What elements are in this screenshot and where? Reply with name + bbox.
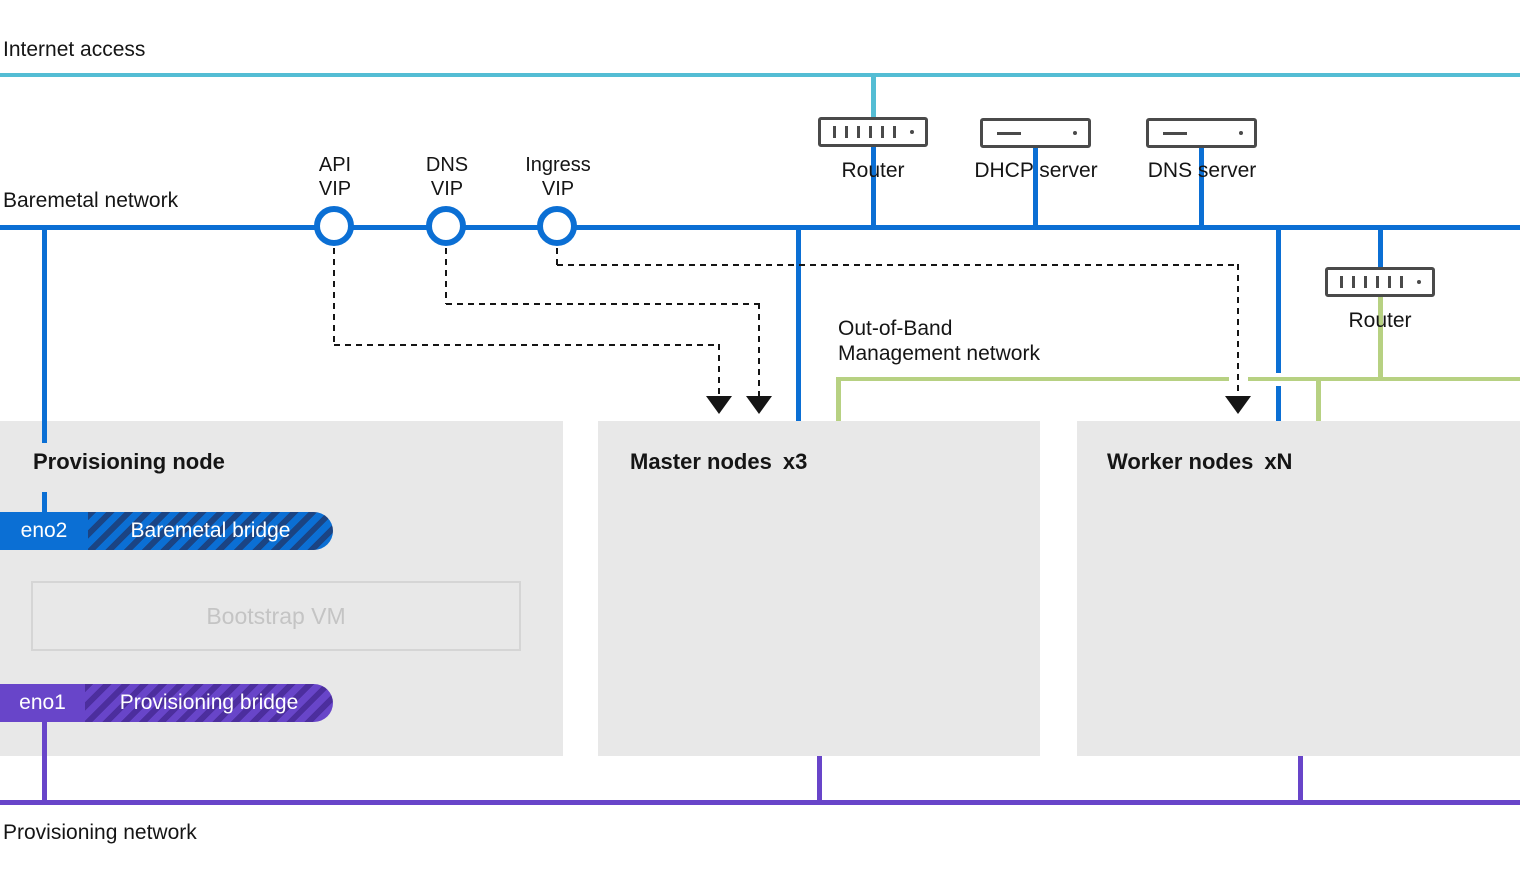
dhcp-server-icon bbox=[980, 118, 1091, 148]
ingress-vip-dash-into-worker bbox=[1237, 264, 1239, 396]
provisioning-node-baremetal-link-lower bbox=[42, 492, 47, 513]
master-nodes-box bbox=[598, 421, 1040, 756]
router2-icon bbox=[1325, 267, 1435, 297]
api-vip-dash-into-master bbox=[718, 344, 720, 396]
dns-server-icon bbox=[1146, 118, 1257, 148]
worker-baremetal-link-upper bbox=[1276, 225, 1281, 373]
provisioning-bridge-label: Provisioning bridge bbox=[85, 684, 333, 722]
router-port-tick bbox=[869, 126, 872, 138]
api-vip-node-icon bbox=[314, 206, 354, 246]
master-nodes-title: Master nodes x3 bbox=[630, 449, 807, 475]
api-vip-label: API VIP bbox=[319, 153, 351, 201]
worker-baremetal-link-lower bbox=[1276, 386, 1281, 421]
worker-oob-link bbox=[1316, 377, 1321, 421]
ingress-vip-label-line2: VIP bbox=[541, 178, 575, 200]
router-right-label: Router bbox=[1348, 309, 1412, 332]
indicator-dot-icon bbox=[1417, 280, 1421, 284]
baremetal-bridge-label: Baremetal bridge bbox=[88, 512, 333, 550]
dns-vip-label-line2: VIP bbox=[430, 178, 464, 200]
router-top-label: Router bbox=[841, 159, 905, 182]
router-port-tick bbox=[1388, 276, 1391, 288]
ingress-vip-node-icon bbox=[537, 206, 577, 246]
router-port-tick bbox=[857, 126, 860, 138]
internet-access-label: Internet access bbox=[3, 38, 146, 61]
api-vip-dash-across bbox=[334, 344, 720, 346]
provisioning-network-line bbox=[0, 800, 1520, 805]
router-icon bbox=[818, 117, 928, 147]
dhcp-server-label: DHCP server bbox=[974, 159, 1098, 182]
ingress-vip-dash-across bbox=[557, 264, 1239, 266]
indicator-dot-icon bbox=[1239, 131, 1243, 135]
indicator-dot-icon bbox=[1073, 131, 1077, 135]
router-port-tick bbox=[1400, 276, 1403, 288]
router-port-tick bbox=[893, 126, 896, 138]
server-drive-glyph bbox=[997, 131, 1021, 135]
eno1-nic-chip: eno1 bbox=[0, 684, 85, 722]
indicator-dot-icon bbox=[910, 130, 914, 134]
ingress-vip-label: Ingress VIP bbox=[525, 153, 591, 201]
api-vip-arrow-icon bbox=[706, 396, 732, 414]
provisioning-node-title: Provisioning node bbox=[33, 449, 225, 474]
ingress-vip-label-line1: Ingress bbox=[525, 154, 591, 176]
router-port-tick bbox=[1340, 276, 1343, 288]
baremetal-network-line bbox=[0, 225, 1520, 230]
eno1-provisioning-bridge-ribbon: eno1 Provisioning bridge bbox=[0, 684, 333, 722]
router-port-tick bbox=[1376, 276, 1379, 288]
ingress-vip-dash-down bbox=[556, 248, 558, 265]
internet-access-line bbox=[0, 73, 1520, 77]
dns-vip-label: DNS VIP bbox=[426, 153, 468, 201]
oob-network-label-line1: Out-of-Band bbox=[838, 317, 953, 340]
dns-vip-node-icon bbox=[426, 206, 466, 246]
router-port-tick bbox=[1364, 276, 1367, 288]
router-port-tick bbox=[833, 126, 836, 138]
server-drive-glyph bbox=[1163, 131, 1187, 135]
master-provisioning-link bbox=[817, 756, 822, 800]
api-vip-label-line2: VIP bbox=[318, 178, 352, 200]
provisioning-node-baremetal-link-upper bbox=[42, 225, 47, 443]
dns-vip-arrow-icon bbox=[746, 396, 772, 414]
master-baremetal-link bbox=[796, 225, 801, 421]
dns-vip-dash-into-master bbox=[758, 303, 760, 396]
bootstrap-vm-label: Bootstrap VM bbox=[206, 602, 346, 629]
api-vip-label-line1: API bbox=[318, 154, 352, 176]
api-vip-dash-down bbox=[333, 248, 335, 345]
master-nodes-multiplier: x3 bbox=[782, 449, 808, 474]
provisioning-network-label: Provisioning network bbox=[3, 821, 197, 844]
worker-nodes-title-text: Worker nodes bbox=[1107, 449, 1254, 474]
router-port-tick bbox=[1352, 276, 1355, 288]
dns-vip-label-line1: DNS bbox=[425, 154, 469, 176]
oob-network-line-left bbox=[836, 377, 1229, 381]
ingress-vip-arrow-icon bbox=[1225, 396, 1251, 414]
router-baremetal-link bbox=[871, 146, 876, 226]
router2-baremetal-link bbox=[1378, 225, 1383, 267]
dhcp-baremetal-link bbox=[1033, 147, 1038, 226]
eno2-baremetal-bridge-ribbon: eno2 Baremetal bridge bbox=[0, 512, 333, 550]
oob-network-label: Out-of-Band Management network bbox=[838, 316, 1040, 366]
baremetal-network-label: Baremetal network bbox=[3, 189, 179, 212]
bootstrap-vm-box: Bootstrap VM bbox=[31, 581, 521, 651]
dns-vip-dash-across bbox=[446, 303, 760, 305]
master-nodes-title-text: Master nodes bbox=[630, 449, 772, 474]
eno2-nic-chip: eno2 bbox=[0, 512, 88, 550]
internet-router-link bbox=[871, 73, 876, 117]
worker-nodes-multiplier: xN bbox=[1264, 449, 1293, 474]
dns-server-label: DNS server bbox=[1147, 159, 1257, 182]
worker-nodes-box bbox=[1077, 421, 1520, 756]
worker-provisioning-link bbox=[1298, 756, 1303, 800]
router2-oob-link bbox=[1378, 297, 1383, 381]
worker-nodes-title: Worker nodes xN bbox=[1107, 449, 1292, 475]
master-oob-link bbox=[836, 377, 841, 421]
eno1-provisioning-link bbox=[42, 722, 47, 800]
router-port-tick bbox=[881, 126, 884, 138]
oob-network-line-right bbox=[1248, 377, 1520, 381]
oob-network-label-line2: Management network bbox=[838, 342, 1040, 365]
dns-baremetal-link bbox=[1199, 147, 1204, 226]
router-port-tick bbox=[845, 126, 848, 138]
dns-vip-dash-down bbox=[445, 248, 447, 304]
